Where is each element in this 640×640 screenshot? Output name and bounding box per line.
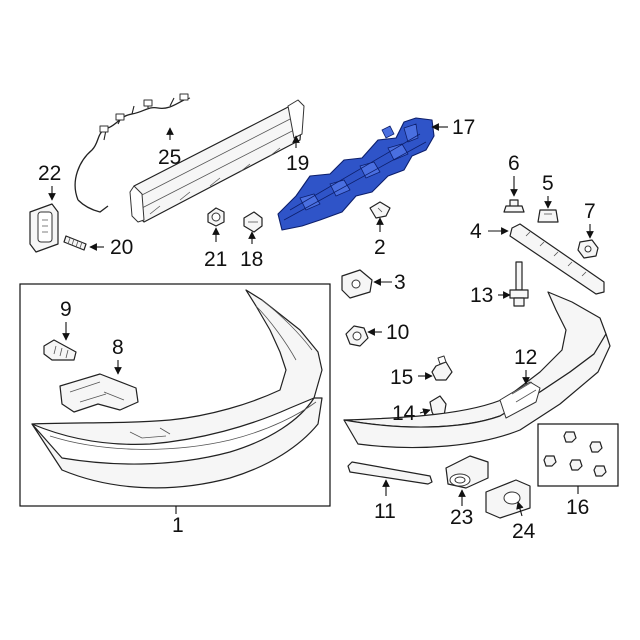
callout-24: 24 — [512, 520, 536, 543]
callout-19: 19 — [286, 152, 309, 175]
callout-6: 6 — [508, 152, 520, 175]
callout-15: 15 — [390, 366, 413, 389]
grommet — [345, 325, 369, 347]
callout-25: 25 — [158, 146, 181, 169]
stud-bolt — [63, 235, 87, 251]
bolt-9 — [43, 339, 77, 361]
callout-16: 16 — [566, 496, 589, 519]
callout-14: 14 — [392, 402, 416, 425]
callout-8: 8 — [112, 336, 124, 359]
callout-18: 18 — [240, 248, 263, 271]
side-bracket — [59, 373, 139, 413]
callout-11: 11 — [374, 500, 396, 523]
reinforcement-beam — [129, 99, 305, 223]
callout-10: 10 — [386, 321, 409, 344]
callout-13: 13 — [470, 284, 493, 307]
retainer — [243, 211, 263, 233]
fastener — [431, 355, 453, 381]
leader-lines — [48, 123, 594, 517]
callout-5: 5 — [542, 172, 554, 195]
callout-7: 7 — [584, 200, 596, 223]
sensor-module — [29, 203, 59, 253]
pin — [509, 261, 529, 307]
callout-21: 21 — [204, 248, 227, 271]
push-clip — [369, 201, 391, 219]
callout-12: 12 — [514, 346, 537, 369]
bracket — [341, 269, 373, 299]
callout-20: 20 — [110, 236, 133, 259]
reflector-strip — [347, 461, 433, 485]
callout-22: 22 — [38, 162, 61, 185]
callout-labels: 17 25 19 22 20 21 18 2 3 6 5 7 4 13 10 1… — [38, 116, 596, 543]
bumper-cover-box — [19, 283, 331, 507]
callout-1: 1 — [172, 514, 184, 537]
parking-sensor — [445, 455, 489, 489]
bumper-cover — [31, 289, 323, 489]
guide-strip — [509, 223, 605, 295]
bolt-7 — [577, 239, 599, 259]
nut — [207, 207, 225, 227]
bolt-kit-box — [537, 423, 619, 487]
callout-2: 2 — [374, 236, 386, 259]
callout-9: 9 — [60, 298, 72, 321]
callout-4: 4 — [470, 220, 482, 243]
energy-absorber-highlighted — [277, 117, 435, 231]
bolt-5 — [537, 209, 559, 223]
sensor-bracket — [485, 479, 531, 519]
callout-23: 23 — [450, 506, 473, 529]
callout-3: 3 — [394, 271, 406, 294]
bolt-6 — [503, 199, 525, 213]
callout-17: 17 — [452, 116, 475, 139]
wiring-harness — [74, 93, 191, 213]
bolt-kit — [543, 431, 607, 477]
